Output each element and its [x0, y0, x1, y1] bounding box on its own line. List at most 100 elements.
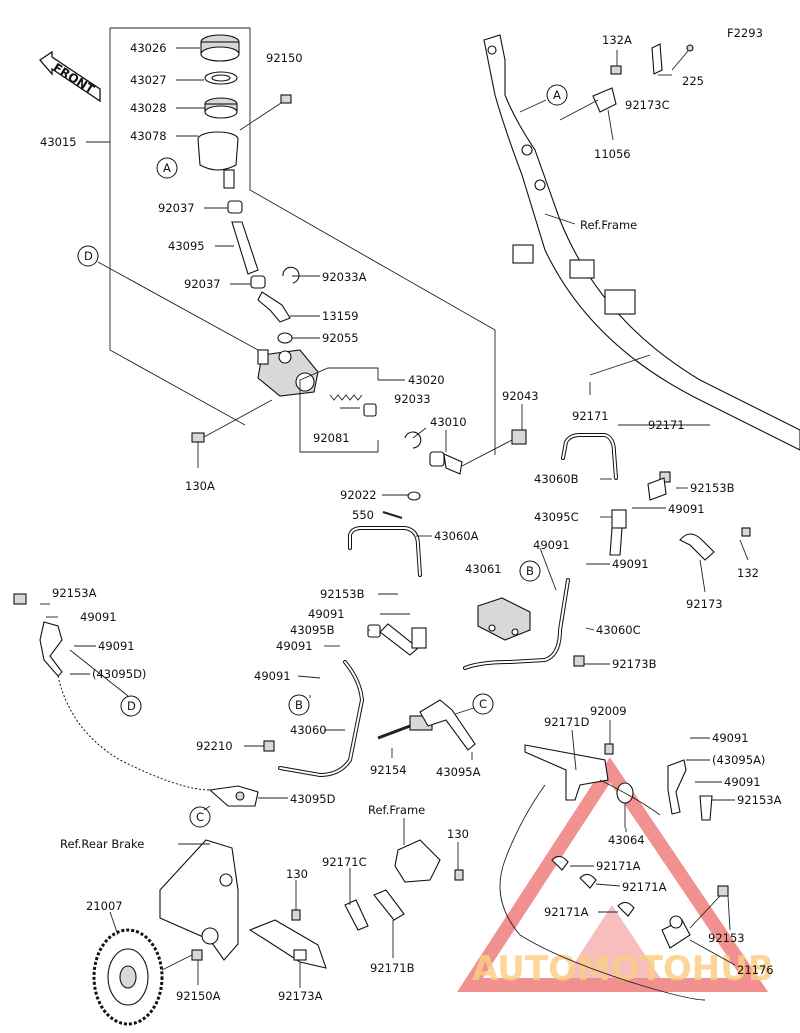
- bolt-130A[interactable]: [191, 399, 273, 468]
- part-225[interactable]: 225: [682, 74, 704, 88]
- part-92033A[interactable]: 92033A: [322, 270, 367, 284]
- part-92171-b[interactable]: 92171: [648, 418, 685, 432]
- hose-43095B[interactable]: [367, 623, 427, 656]
- clamp-92037-top[interactable]: [227, 200, 243, 214]
- circlip-92033A[interactable]: [282, 266, 300, 284]
- part-130-mid[interactable]: 130: [447, 827, 469, 841]
- part-92037-b[interactable]: 92037: [184, 277, 221, 291]
- clip-92171C[interactable]: [344, 899, 369, 931]
- circlip-92033[interactable]: [404, 431, 422, 449]
- part-43020[interactable]: 43020: [408, 373, 445, 387]
- part-49091-l1[interactable]: 49091: [80, 610, 117, 624]
- bolt-92153A-left[interactable]: [13, 593, 27, 605]
- part-92173[interactable]: 92173: [686, 597, 723, 611]
- part-43064[interactable]: 43064: [608, 833, 645, 847]
- part-43026[interactable]: 43026: [130, 41, 167, 55]
- part-92173B[interactable]: 92173B: [612, 657, 657, 671]
- part-49091-br1[interactable]: 49091: [712, 731, 749, 745]
- clip-92171A-1[interactable]: [551, 855, 569, 871]
- screw-92150[interactable]: [239, 94, 292, 131]
- part-49091-m1[interactable]: 49091: [308, 607, 345, 621]
- part-92055[interactable]: 92055: [322, 331, 359, 345]
- part-92033[interactable]: 92033: [394, 392, 431, 406]
- clip-92171A-3[interactable]: [617, 901, 635, 917]
- pin-550[interactable]: [382, 511, 403, 519]
- part-43095D[interactable]: 43095D: [290, 792, 336, 806]
- part-92171B[interactable]: 92171B: [370, 961, 415, 975]
- bracket-92173A[interactable]: [248, 919, 327, 969]
- clip-92173C[interactable]: [651, 43, 663, 75]
- part-43015[interactable]: 43015: [40, 135, 77, 149]
- bolt-92153[interactable]: [689, 885, 729, 929]
- part-92022[interactable]: 92022: [340, 488, 377, 502]
- part-43095A-paren[interactable]: (43095A): [712, 753, 765, 767]
- part-550[interactable]: 550: [352, 508, 374, 522]
- pushrod-43010[interactable]: [429, 439, 513, 475]
- part-92150[interactable]: 92150: [266, 51, 303, 65]
- reservoir-cap-43026[interactable]: [200, 34, 240, 62]
- part-43095A[interactable]: 43095A: [436, 765, 481, 779]
- part-43028[interactable]: 43028: [130, 101, 167, 115]
- bracket-92171D[interactable]: [524, 744, 609, 801]
- grommet-92173B[interactable]: [573, 655, 585, 667]
- part-43060B[interactable]: 43060B: [534, 472, 579, 486]
- part-92154[interactable]: 92154: [370, 763, 407, 777]
- part-43095B[interactable]: 43095B: [290, 623, 335, 637]
- bolt-132A[interactable]: [610, 65, 622, 75]
- spring-92081[interactable]: [329, 394, 377, 417]
- part-92153B-mid[interactable]: 92153B: [320, 587, 365, 601]
- part-49091-m3[interactable]: 49091: [254, 669, 291, 683]
- part-92153A-right[interactable]: 92153A: [737, 793, 782, 807]
- part-92171A-3[interactable]: 92171A: [544, 905, 589, 919]
- master-cylinder-body[interactable]: [257, 349, 319, 397]
- bolt-92153B-right[interactable]: [647, 471, 671, 501]
- part-11056[interactable]: 11056: [594, 147, 631, 161]
- brake-pipe-43060C[interactable]: [463, 578, 570, 670]
- part-92171-a[interactable]: 92171: [572, 409, 609, 423]
- hose-43095[interactable]: [231, 221, 259, 275]
- brake-pipe-43060[interactable]: [278, 660, 365, 778]
- bolt-92153A-right[interactable]: [699, 795, 713, 821]
- part-92043[interactable]: 92043: [502, 389, 539, 403]
- part-92210[interactable]: 92210: [196, 739, 233, 753]
- part-43010[interactable]: 43010: [430, 415, 467, 429]
- part-43027[interactable]: 43027: [130, 73, 167, 87]
- sensor-21176[interactable]: [661, 915, 691, 949]
- bracket-11056[interactable]: [559, 87, 617, 141]
- part-43095D-paren[interactable]: (43095D): [92, 667, 146, 681]
- part-49091-r3[interactable]: 49091: [612, 557, 649, 571]
- part-92171A-2[interactable]: 92171A: [622, 880, 667, 894]
- part-92037-a[interactable]: 92037: [158, 201, 195, 215]
- diaphragm-43028[interactable]: [204, 97, 238, 119]
- part-49091-br2[interactable]: 49091: [724, 775, 761, 789]
- part-43060C[interactable]: 43060C: [596, 623, 641, 637]
- bracket-43061[interactable]: [477, 597, 531, 641]
- part-92150A[interactable]: 92150A: [176, 989, 221, 1003]
- bolt-130-left[interactable]: [291, 909, 301, 921]
- part-92081[interactable]: 92081: [313, 431, 350, 445]
- part-92171A-1[interactable]: 92171A: [596, 859, 641, 873]
- bolt-132[interactable]: [741, 527, 751, 537]
- reservoir-43078[interactable]: [197, 131, 239, 189]
- part-43095[interactable]: 43095: [168, 239, 205, 253]
- brake-pipe-43060B[interactable]: [561, 433, 618, 480]
- part-92171D[interactable]: 92171D: [544, 715, 590, 729]
- pin-92043[interactable]: [511, 429, 527, 445]
- fitting-13159[interactable]: [257, 291, 291, 323]
- bolt-225[interactable]: [671, 44, 694, 71]
- bolt-92009[interactable]: [604, 743, 614, 755]
- part-92173C[interactable]: 92173C: [625, 98, 670, 112]
- part-130-left[interactable]: 130: [286, 867, 308, 881]
- part-92153A-left[interactable]: 92153A: [52, 586, 97, 600]
- part-43060A[interactable]: 43060A: [434, 529, 479, 543]
- part-13159[interactable]: 13159: [322, 309, 359, 323]
- part-130A[interactable]: 130A: [185, 479, 215, 493]
- bolt-92210[interactable]: [263, 740, 275, 752]
- part-43095C[interactable]: 43095C: [534, 510, 579, 524]
- part-132[interactable]: 132: [737, 566, 759, 580]
- part-92173A[interactable]: 92173A: [278, 989, 323, 1003]
- hose-43095A-rear[interactable]: [667, 759, 687, 815]
- diaphragm-plate-43027[interactable]: [204, 71, 238, 85]
- hose-43095D[interactable]: [208, 785, 259, 807]
- part-21007[interactable]: 21007: [86, 899, 123, 913]
